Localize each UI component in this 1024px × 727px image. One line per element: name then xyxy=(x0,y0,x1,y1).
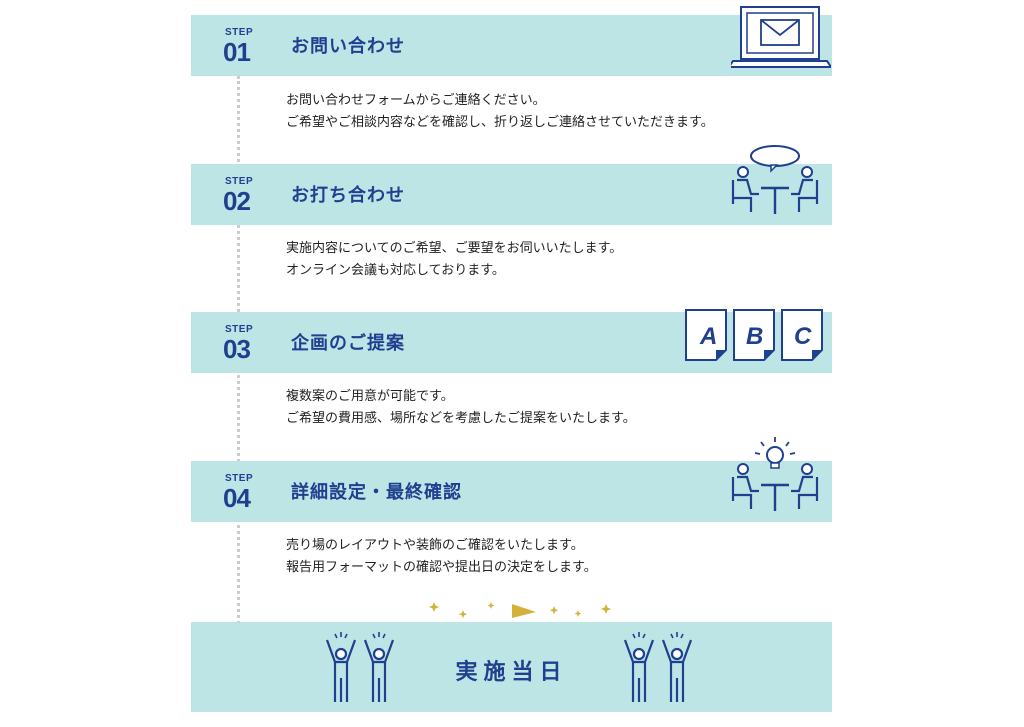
step-label: STEP xyxy=(225,176,254,187)
final-title: 実施当日 xyxy=(455,660,568,685)
laptop-mail-icon xyxy=(731,6,831,68)
meeting-icon xyxy=(731,145,819,214)
step-description-03: 複数案のご用意が可能です。 ご希望の費用感、場所などを考慮したご提案をいたします… xyxy=(286,386,636,430)
step-description-04: 売り場のレイアウトや装飾のご確認をいたします。 報告用フォーマットの確認や提出日… xyxy=(286,535,597,579)
description-line: 複数案のご用意が可能です。 xyxy=(286,389,454,404)
description-line: 実施内容についてのご希望、ご要望をお伺いいたします。 xyxy=(286,241,623,256)
description-line: 報告用フォーマットの確認や提出日の決定をします。 xyxy=(286,560,597,575)
step-label: STEP xyxy=(225,473,254,484)
step-bar-04: STEP 04 詳細設定・最終確認 xyxy=(191,437,832,522)
step-bar-03: STEP 03 企画のご提案 A B C xyxy=(191,309,832,373)
description-line: ご希望の費用感、場所などを考慮したご提案をいたします。 xyxy=(286,411,636,426)
cheering-people-icon xyxy=(623,632,693,702)
doc-letter-c: C xyxy=(794,323,812,350)
step-description-02: 実施内容についてのご希望、ご要望をお伺いいたします。 オンライン会議も対応してお… xyxy=(286,238,622,282)
sparkles-flag-icon xyxy=(429,602,611,619)
step-bar-01: STEP 01 お問い合わせ xyxy=(191,6,832,76)
description-line: お問い合わせフォームからご連絡ください。 xyxy=(286,93,546,108)
step-title: お打ち合わせ xyxy=(291,185,405,206)
step-bar-02: STEP 02 お打ち合わせ xyxy=(191,145,832,225)
description-line: 売り場のレイアウトや装飾のご確認をいたします。 xyxy=(286,538,584,553)
step-label: STEP xyxy=(225,324,254,335)
step-number: 01 xyxy=(223,37,251,67)
cheering-people-icon xyxy=(325,632,395,702)
abc-documents-icon: A B C xyxy=(685,309,823,361)
step-title: 詳細設定・最終確認 xyxy=(291,482,462,503)
description-line: オンライン会議も対応しております。 xyxy=(286,263,505,278)
description-line: ご希望やご相談内容などを確認し、折り返しご連絡させていただきます。 xyxy=(286,115,714,130)
doc-letter-b: B xyxy=(746,323,763,350)
step-label: STEP xyxy=(225,27,254,38)
step-number: 03 xyxy=(223,334,251,364)
step-number: 02 xyxy=(223,186,251,216)
step-number: 04 xyxy=(223,483,251,513)
step-title: 企画のご提案 xyxy=(291,333,405,354)
final-bar: 実施当日 xyxy=(191,622,832,712)
doc-letter-a: A xyxy=(699,323,717,350)
step-description-01: お問い合わせフォームからご連絡ください。 ご希望やご相談内容などを確認し、折り返… xyxy=(286,90,714,134)
step-title: お問い合わせ xyxy=(291,36,405,57)
idea-meeting-icon xyxy=(731,437,819,511)
